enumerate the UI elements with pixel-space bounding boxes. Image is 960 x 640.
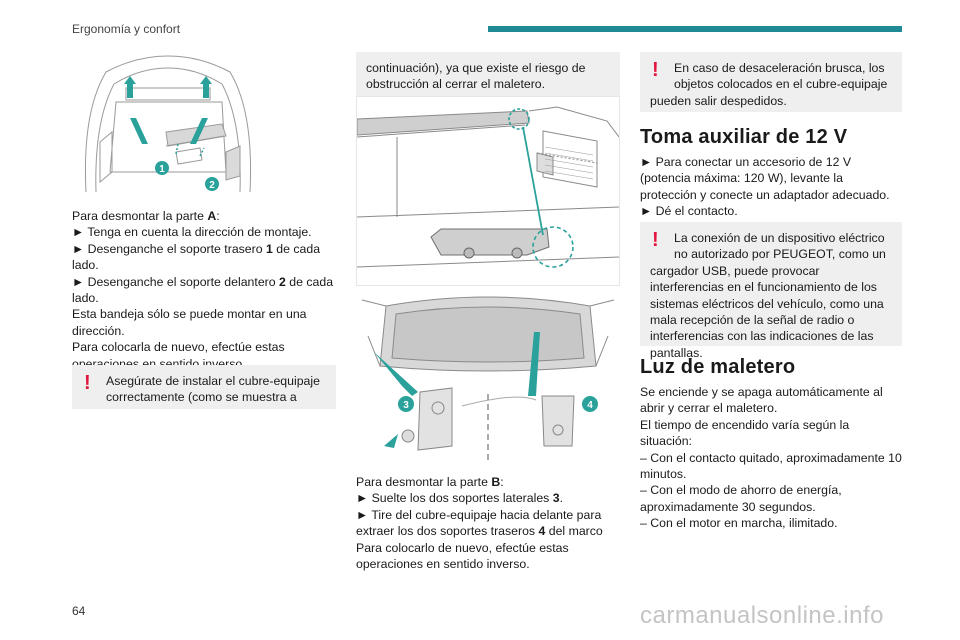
part-a-step-3-text: ► Desenganche el soporte delantero bbox=[72, 274, 280, 289]
figure-label-1: 1 bbox=[159, 164, 165, 175]
part-b-letter: B bbox=[491, 475, 501, 489]
warning-deceleration-line-2: objetos colocados en el cubre-equipaje bbox=[674, 77, 888, 92]
figure-label-4: 4 bbox=[587, 400, 593, 411]
page-number: 64 bbox=[72, 604, 86, 618]
trunk-figure-part-a: 1 2 bbox=[76, 52, 260, 200]
warning-deceleration-text: En caso de desaceleración brusca, los ob… bbox=[640, 52, 902, 117]
cover-anchor-figure bbox=[356, 96, 620, 286]
warning-box-deceleration: ! En caso de desaceleración brusca, los … bbox=[640, 52, 902, 112]
section-title-trunk-light: Luz de maletero bbox=[640, 356, 796, 378]
warning-usb-line-1: La conexión de un dispositivo eléctrico bbox=[674, 231, 885, 245]
warning-icon: ! bbox=[84, 372, 91, 394]
part-b-instructions: Para desmontar la parte B: ► Suelte los … bbox=[356, 474, 620, 572]
part-b-step-2: ► Tire del cubre-equipaje hacia delante … bbox=[356, 507, 620, 540]
warning-usb-line-2: no autorizado por PEUGEOT, como un bbox=[674, 247, 886, 262]
part-a-step-3: ► Desenganche el soporte delantero 2 de … bbox=[72, 274, 336, 307]
part-a-colon: : bbox=[216, 209, 220, 223]
figure-label-3: 3 bbox=[403, 400, 409, 411]
warning-continued-text: continuación), ya que existe el riesgo d… bbox=[366, 61, 586, 92]
trunk-light-p2: El tiempo de encendido varía según la si… bbox=[640, 417, 850, 449]
part-b-step-2-text: ► Tire del cubre-equipaje hacia delante … bbox=[356, 507, 602, 539]
figure-label-2: 2 bbox=[209, 180, 215, 191]
trunk-light-text: Se enciende y se apaga automáticamente a… bbox=[640, 384, 902, 532]
trunk-light-item-1: – Con el contacto quitado, aproximadamen… bbox=[640, 450, 902, 482]
socket-step-1: ► Para conectar un accesorio de 12 V (po… bbox=[640, 155, 890, 202]
part-a-step-2: ► Desenganche el soporte trasero 1 de ca… bbox=[72, 241, 336, 274]
section-title-12v: Toma auxiliar de 12 V bbox=[640, 126, 848, 148]
warning-icon: ! bbox=[652, 229, 659, 251]
trunk-light-item-2: – Con el modo de ahorro de energía, apro… bbox=[640, 483, 842, 514]
part-b-intro: Para desmontar la parte bbox=[356, 475, 492, 489]
part-a-step-2-end: de cada lado. bbox=[72, 241, 321, 273]
watermark: carmanualsonline.info bbox=[640, 602, 884, 629]
part-a-instructions: Para desmontar la parte A: ► Tenga en cu… bbox=[72, 208, 336, 372]
warning-deceleration-line-3: pueden salir despedidos. bbox=[650, 93, 787, 108]
part-a-step-1: ► Tenga en cuenta la dirección de montaj… bbox=[72, 225, 312, 240]
warning-icon: ! bbox=[652, 59, 659, 81]
part-a-intro: Para desmontar la parte bbox=[72, 209, 208, 223]
cover-removal-figure: 3 4 bbox=[356, 296, 620, 464]
part-b-step-1-text: ► Suelte los dos soportes laterales bbox=[356, 491, 553, 506]
part-b-step-1-end: . bbox=[559, 491, 563, 506]
warning-box-usb: ! La conexión de un dispositivo eléctric… bbox=[640, 222, 902, 360]
part-b-step-2-ref: 4 bbox=[538, 524, 546, 539]
part-b-note: Para colocarlo de nuevo, efectúe estas o… bbox=[356, 540, 569, 572]
part-a-note-1: Esta bandeja sólo se puede montar en una… bbox=[72, 307, 307, 338]
warning-box-install-continued: continuación), ya que existe el riesgo d… bbox=[356, 52, 620, 96]
part-a-step-2-ref: 1 bbox=[266, 241, 273, 256]
part-b-step-2-end: del marco bbox=[545, 524, 603, 539]
part-b-step-1-ref: 3 bbox=[552, 491, 560, 506]
warning-box-install: ! Asegúrate de instalar el cubre-equipaj… bbox=[72, 365, 336, 409]
socket-step-2: ► Dé el contacto. bbox=[640, 204, 738, 219]
trunk-light-p1: Se enciende y se apaga automáticamente a… bbox=[640, 385, 883, 416]
part-b-step-1: ► Suelte los dos soportes laterales 3. bbox=[356, 490, 620, 506]
socket-instructions: ► Para conectar un accesorio de 12 V (po… bbox=[640, 154, 902, 220]
warning-usb-text: La conexión de un dispositivo eléctrico … bbox=[640, 222, 902, 369]
part-b-colon: : bbox=[500, 475, 504, 489]
part-a-letter: A bbox=[207, 209, 217, 223]
warning-usb-rest: cargador USB, puede provocar interferenc… bbox=[650, 263, 884, 360]
header-accent-bar bbox=[488, 26, 902, 32]
part-a-step-3-ref: 2 bbox=[279, 274, 286, 289]
trunk-light-item-3: – Con el motor en marcha, ilimitado. bbox=[640, 516, 838, 531]
part-a-step-3-end: de cada lado. bbox=[72, 274, 334, 306]
warning-deceleration-line-1: En caso de desaceleración brusca, los bbox=[674, 61, 885, 75]
header-section-title: Ergonomía y confort bbox=[72, 22, 181, 36]
warning-install-text: Asegúrate de instalar el cubre-equipaje … bbox=[106, 374, 320, 405]
part-a-step-2-text: ► Desenganche el soporte trasero bbox=[72, 241, 267, 256]
